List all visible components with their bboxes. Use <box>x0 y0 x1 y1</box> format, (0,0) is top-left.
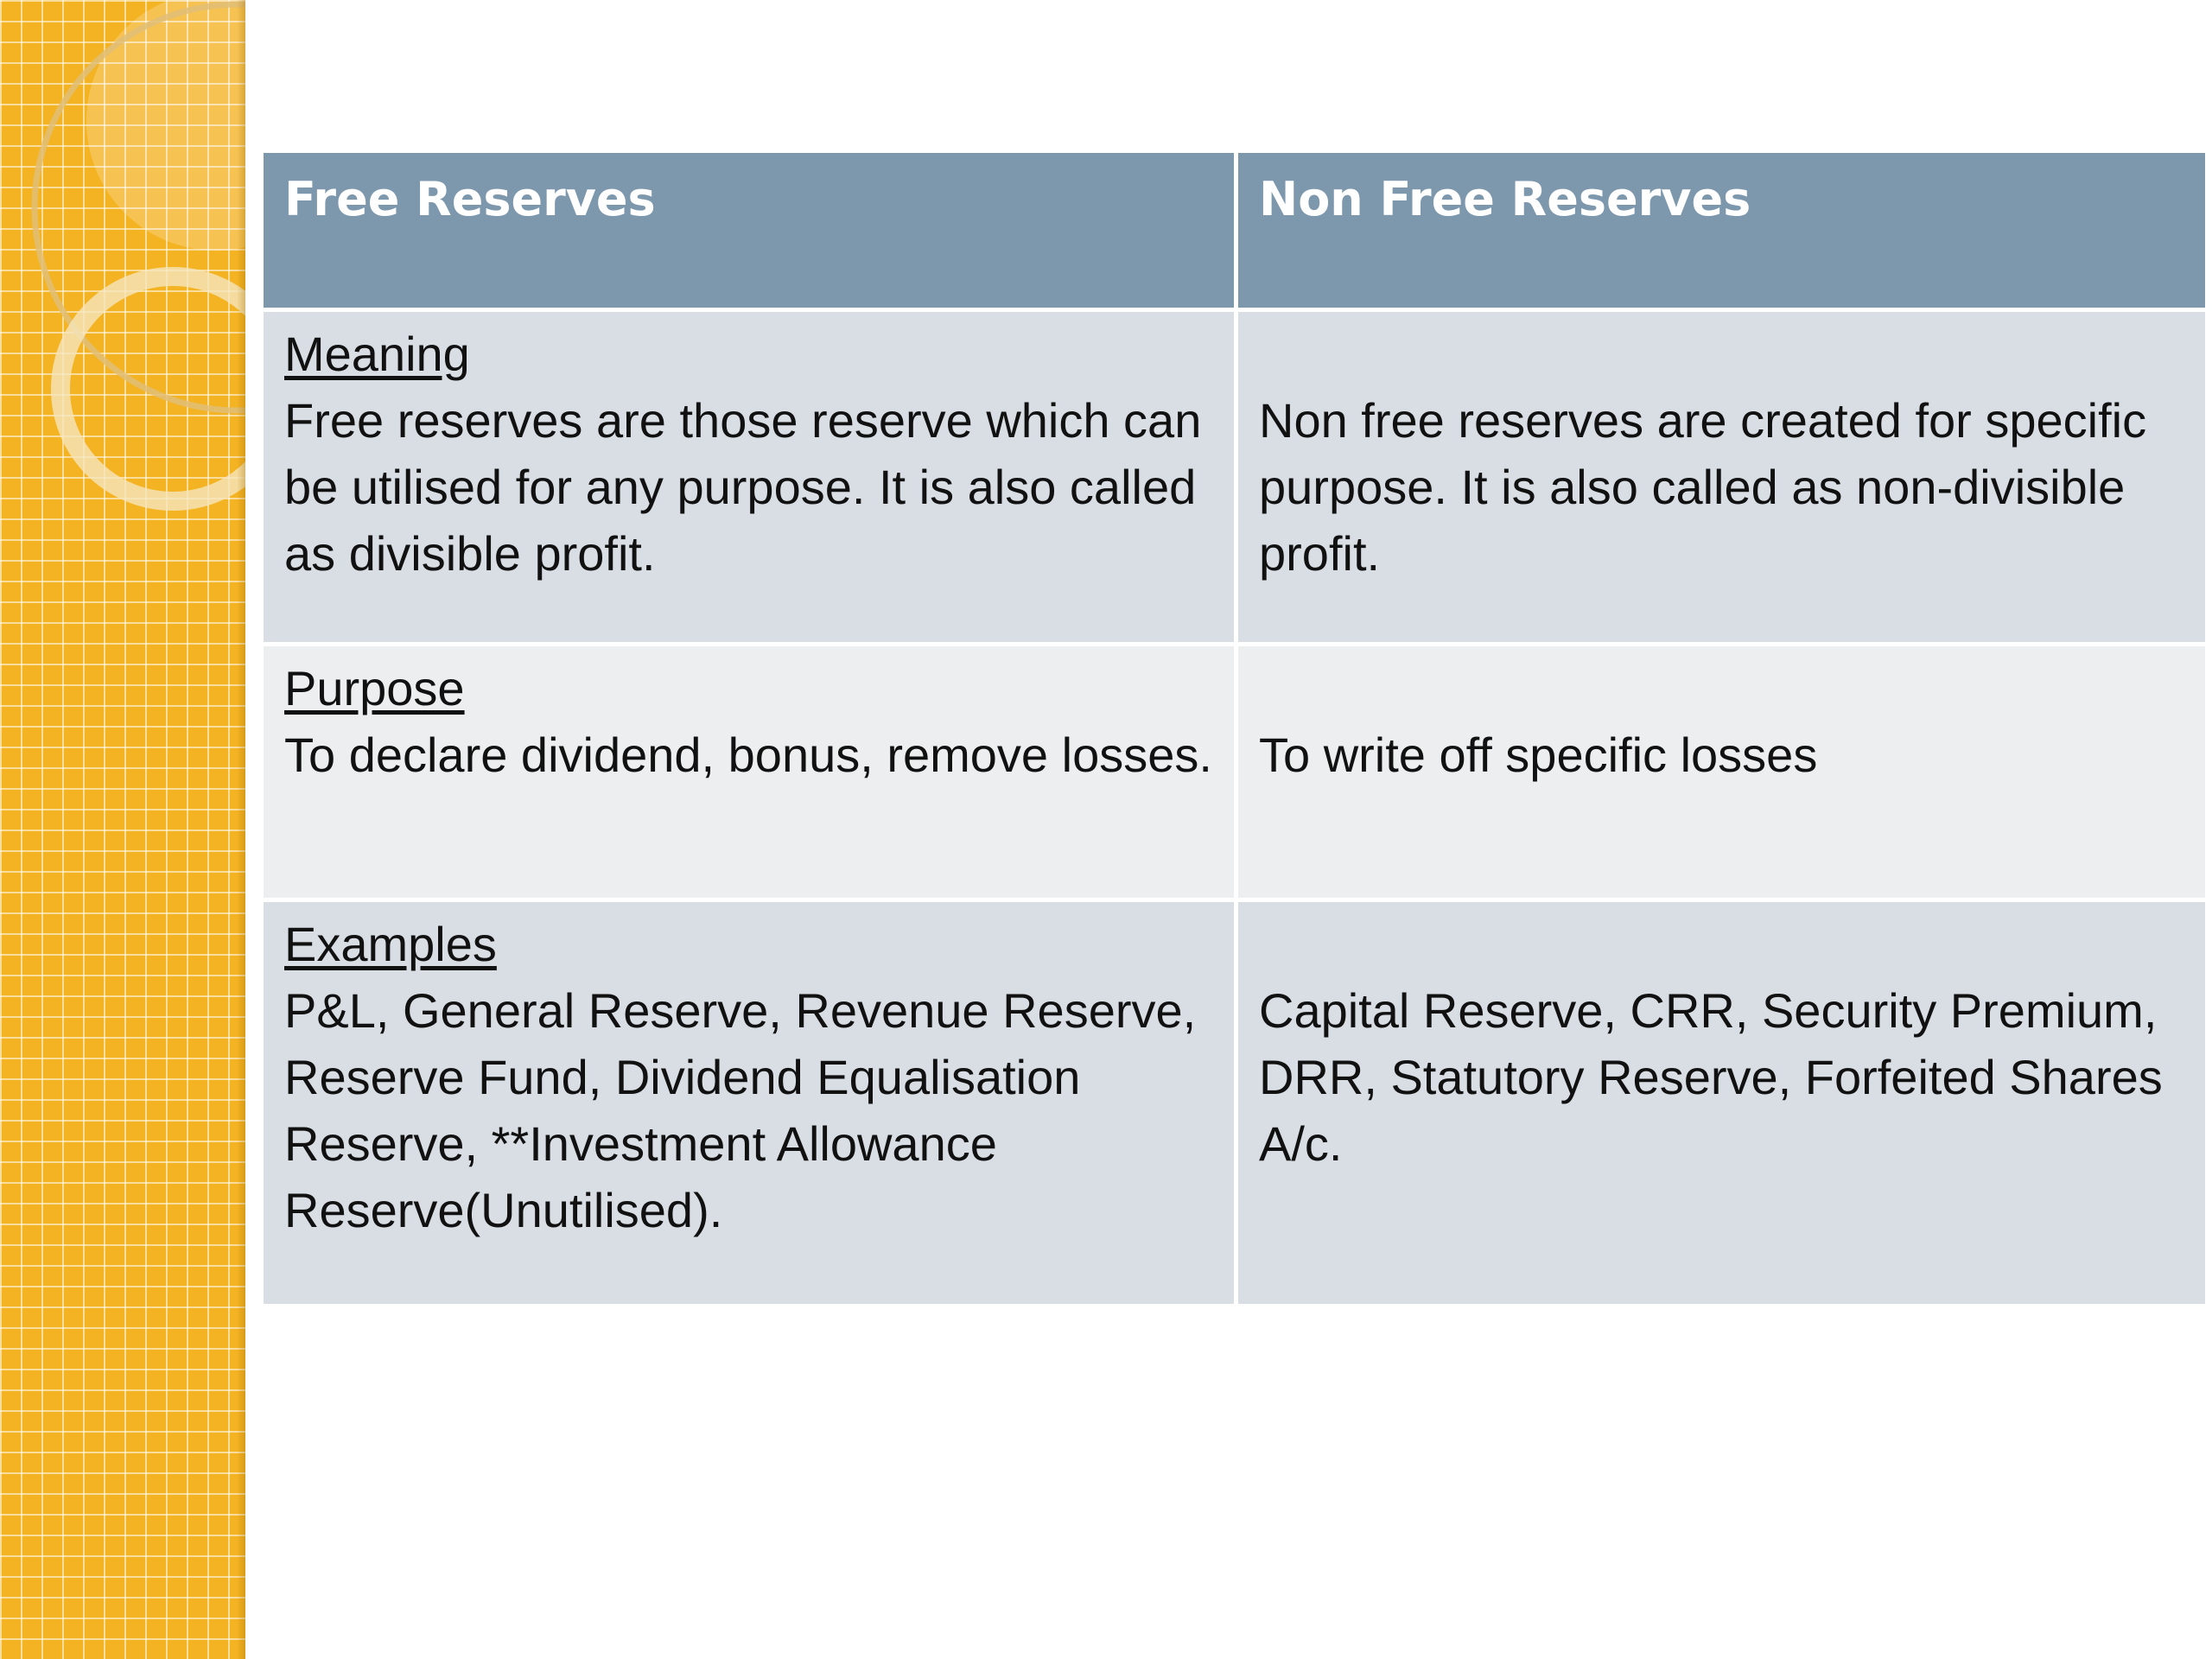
reserves-comparison-table: Free Reserves Non Free Reserves Meaning … <box>259 149 2209 1308</box>
decorative-rings <box>31 0 245 511</box>
non-free-examples-text: Capital Reserve, CRR, Security Premium, … <box>1259 983 2163 1171</box>
cell-spacer <box>1259 911 2184 977</box>
header-non-free-reserves: Non Free Reserves <box>1234 149 2209 312</box>
strip-edge-shade <box>237 0 245 1659</box>
cell-non-free-examples: Capital Reserve, CRR, Security Premium, … <box>1234 898 2209 1308</box>
cell-free-examples: Examples P&L, General Reserve, Revenue R… <box>259 898 1238 1308</box>
free-meaning-text: Free reserves are those reserve which ca… <box>284 393 1202 581</box>
table-row-examples: Examples P&L, General Reserve, Revenue R… <box>259 898 2209 1308</box>
cell-non-free-meaning: Non free reserves are created for specif… <box>1234 308 2209 646</box>
header-free-reserves: Free Reserves <box>259 149 1238 312</box>
non-free-purpose-text: To write off specific losses <box>1259 728 1818 782</box>
cell-spacer <box>1259 321 2184 387</box>
cell-non-free-purpose: To write off specific losses <box>1234 642 2209 902</box>
row-label-purpose: Purpose <box>284 661 465 715</box>
table-row-meaning: Meaning Free reserves are those reserve … <box>259 308 2209 646</box>
non-free-meaning-text: Non free reserves are created for specif… <box>1259 393 2147 581</box>
row-label-examples: Examples <box>284 917 497 971</box>
free-purpose-text: To declare dividend, bonus, remove losse… <box>284 728 1212 782</box>
decorative-side-strip <box>0 0 245 1659</box>
cell-spacer <box>1259 655 2184 721</box>
row-label-meaning: Meaning <box>284 327 470 381</box>
cell-free-meaning: Meaning Free reserves are those reserve … <box>259 308 1238 646</box>
cell-free-purpose: Purpose To declare dividend, bonus, remo… <box>259 642 1238 902</box>
comparison-table-container: Free Reserves Non Free Reserves Meaning … <box>259 149 2209 1308</box>
free-examples-text: P&L, General Reserve, Revenue Reserve, R… <box>284 983 1197 1237</box>
table-row-purpose: Purpose To declare dividend, bonus, remo… <box>259 642 2209 902</box>
table-header-row: Free Reserves Non Free Reserves <box>259 149 2209 312</box>
